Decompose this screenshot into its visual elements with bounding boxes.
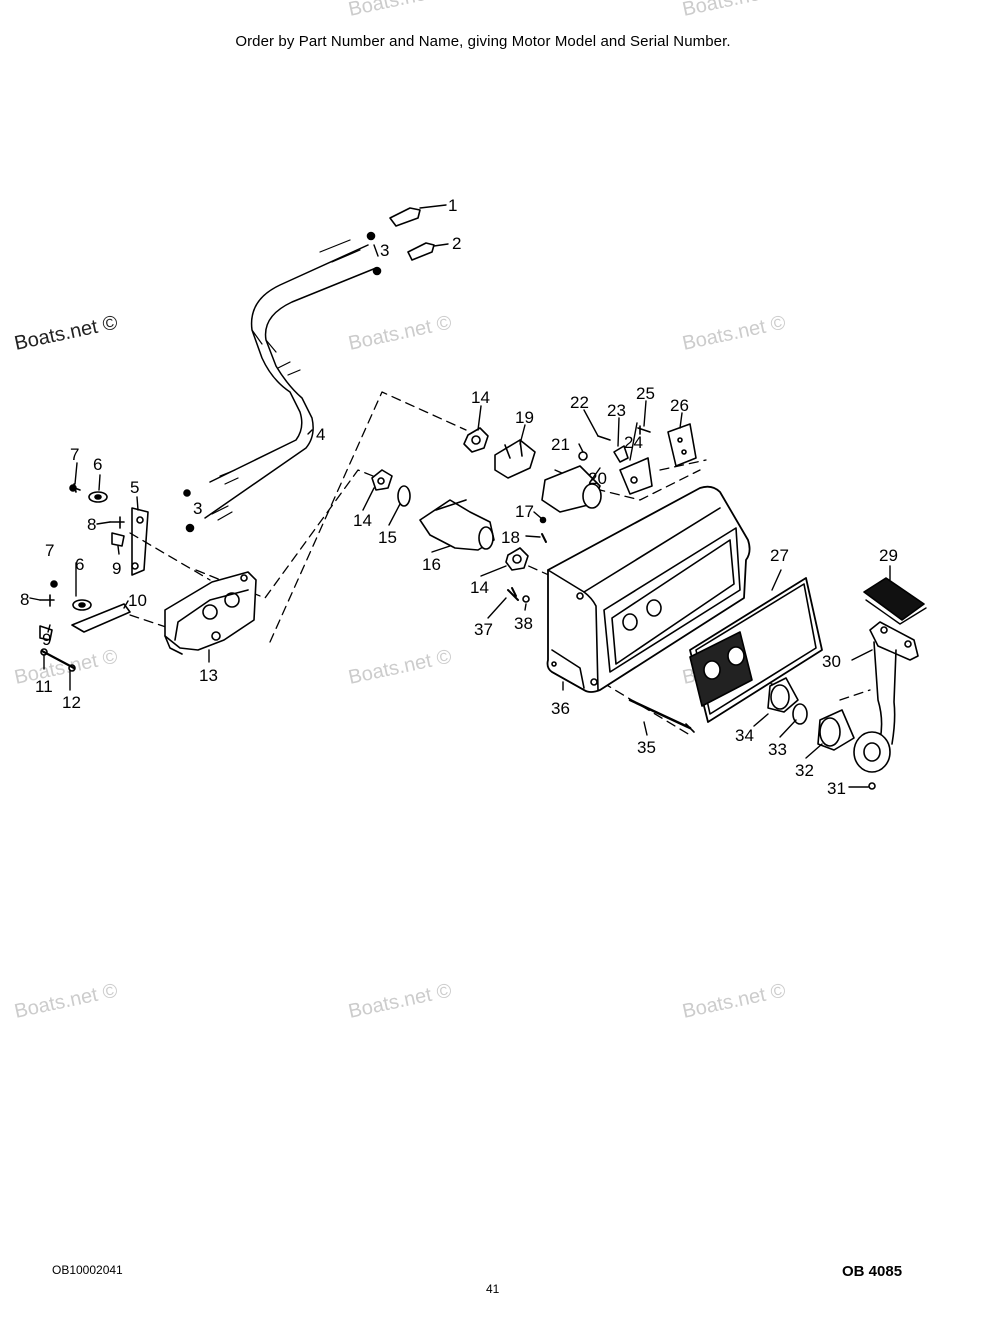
watermark-text: Boats.net © bbox=[12, 646, 119, 689]
shaft-assembly bbox=[371, 423, 697, 603]
callout-8: 8 bbox=[87, 515, 96, 534]
faceplate bbox=[689, 631, 753, 707]
callout-16: 16 bbox=[422, 555, 441, 574]
callout-4: 4 bbox=[316, 425, 325, 444]
callout-19: 19 bbox=[515, 408, 534, 427]
callout-numbers: 1 2 3 3 4 5 6 6 7 7 8 8 9 9 10 11 12 13 … bbox=[20, 196, 898, 798]
callout-33: 33 bbox=[768, 740, 787, 759]
callout-15: 15 bbox=[378, 528, 397, 547]
watermark-text: Boats.net © bbox=[346, 646, 453, 689]
callout-37: 37 bbox=[474, 620, 493, 639]
callout-7: 7 bbox=[70, 445, 79, 464]
watermark-text: Boats.net © bbox=[346, 980, 453, 1023]
remote-control-cables bbox=[204, 239, 377, 521]
screw-35 bbox=[628, 698, 695, 733]
callout-14: 14 bbox=[471, 388, 490, 407]
callout-36: 36 bbox=[551, 699, 570, 718]
callout-3: 3 bbox=[193, 499, 202, 518]
callout-30: 30 bbox=[822, 652, 841, 671]
watermark-text: Boats.net © bbox=[680, 312, 787, 355]
callout-6: 6 bbox=[75, 555, 84, 574]
callout-9: 9 bbox=[112, 559, 121, 578]
callout-26: 26 bbox=[670, 396, 689, 415]
order-instruction: Order by Part Number and Name, giving Mo… bbox=[235, 33, 731, 50]
watermark-text: Boats.net © bbox=[12, 980, 119, 1023]
callout-5: 5 bbox=[130, 478, 139, 497]
callout-22: 22 bbox=[570, 393, 589, 412]
callout-2: 2 bbox=[452, 234, 461, 253]
callout-25: 25 bbox=[636, 384, 655, 403]
watermark-text: Boats.net © bbox=[12, 312, 119, 355]
callout-10: 10 bbox=[128, 591, 147, 610]
callout-32: 32 bbox=[795, 761, 814, 780]
callout-27: 27 bbox=[770, 546, 789, 565]
callout-35: 35 bbox=[637, 738, 656, 757]
leader-lines bbox=[29, 204, 891, 788]
callout-38: 38 bbox=[514, 614, 533, 633]
callout-6: 6 bbox=[93, 455, 102, 474]
callout-9: 9 bbox=[42, 630, 51, 649]
callout-29: 29 bbox=[879, 546, 898, 565]
callout-31: 31 bbox=[827, 779, 846, 798]
watermark-text: Boats.net © bbox=[680, 980, 787, 1023]
callout-8: 8 bbox=[20, 590, 29, 609]
catalog-code: OB 4085 bbox=[842, 1263, 903, 1280]
cable-end-fittings bbox=[183, 207, 435, 533]
watermark-text: Boats.net © bbox=[346, 0, 453, 21]
page-number: 41 bbox=[486, 1282, 500, 1296]
callout-3: 3 bbox=[380, 241, 389, 260]
control-box-housing bbox=[546, 485, 751, 693]
callout-11: 11 bbox=[35, 677, 53, 696]
mounting-bracket bbox=[164, 571, 257, 655]
watermark-text: Boats.net © bbox=[346, 312, 453, 355]
callout-18: 18 bbox=[501, 528, 520, 547]
document-code: OB10002041 bbox=[52, 1263, 123, 1277]
callout-23: 23 bbox=[607, 401, 626, 420]
callout-7: 7 bbox=[45, 541, 54, 560]
callout-20: 20 bbox=[588, 469, 607, 488]
callout-14: 14 bbox=[470, 578, 489, 597]
callout-34: 34 bbox=[735, 726, 754, 745]
callout-21: 21 bbox=[551, 435, 570, 454]
callout-13: 13 bbox=[199, 666, 218, 685]
watermark-text: Boats.net © bbox=[680, 0, 787, 21]
callout-17: 17 bbox=[515, 502, 534, 521]
left-linkage-parts bbox=[39, 483, 149, 672]
callout-24: 24 bbox=[624, 433, 643, 452]
callout-14: 14 bbox=[353, 511, 372, 530]
callout-12: 12 bbox=[62, 693, 81, 712]
callout-1: 1 bbox=[448, 196, 457, 215]
handle-assembly bbox=[767, 577, 927, 790]
